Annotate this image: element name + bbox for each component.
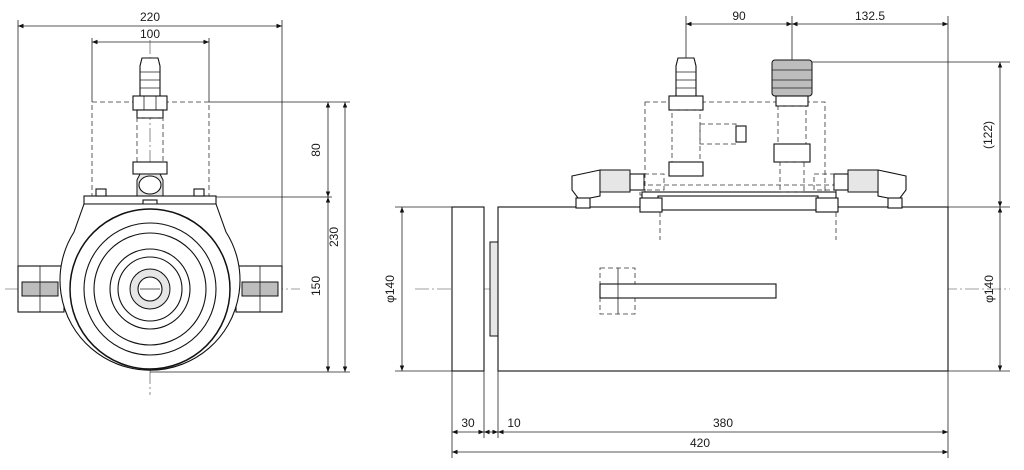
dim-right-diameter: φ140	[982, 275, 996, 303]
front-elbow-right	[813, 169, 907, 209]
dim-side-total-width: 220	[140, 10, 160, 24]
side-view	[5, 40, 300, 395]
side-dimensions: 220 100 80 150 230	[17, 10, 350, 373]
front-valve-left	[668, 57, 747, 177]
dim-side-upper-height: 80	[309, 143, 323, 157]
dim-left-diameter: φ140	[383, 275, 397, 303]
front-piston-rod	[599, 267, 777, 315]
front-manifold	[639, 101, 839, 240]
dim-side-bracket-width: 100	[140, 27, 160, 41]
side-lug-left	[17, 265, 65, 313]
side-lug-right	[235, 265, 283, 313]
dim-side-lower-height: 150	[309, 276, 323, 296]
front-end-cap	[451, 206, 485, 372]
dim-length-cap: 30	[461, 416, 475, 430]
dim-front-ref-height: (122)	[981, 121, 995, 149]
front-view	[415, 57, 1010, 372]
dim-length-body: 380	[713, 416, 733, 430]
side-cylinder-body	[59, 203, 241, 371]
dim-front-valve-spacing: 90	[732, 9, 746, 23]
dim-length-total: 420	[690, 436, 710, 450]
dim-front-valve-offset: 132.5	[855, 9, 885, 23]
front-valve-right	[771, 59, 813, 193]
dim-length-gap: 10	[507, 416, 521, 430]
dim-side-total-height: 230	[327, 227, 341, 247]
side-valve	[132, 57, 168, 197]
front-dimensions: 90 132.5 (122) φ140 φ140 30 10 380 420	[383, 9, 1010, 458]
front-spacer	[489, 241, 499, 337]
front-elbow-left	[571, 169, 665, 209]
